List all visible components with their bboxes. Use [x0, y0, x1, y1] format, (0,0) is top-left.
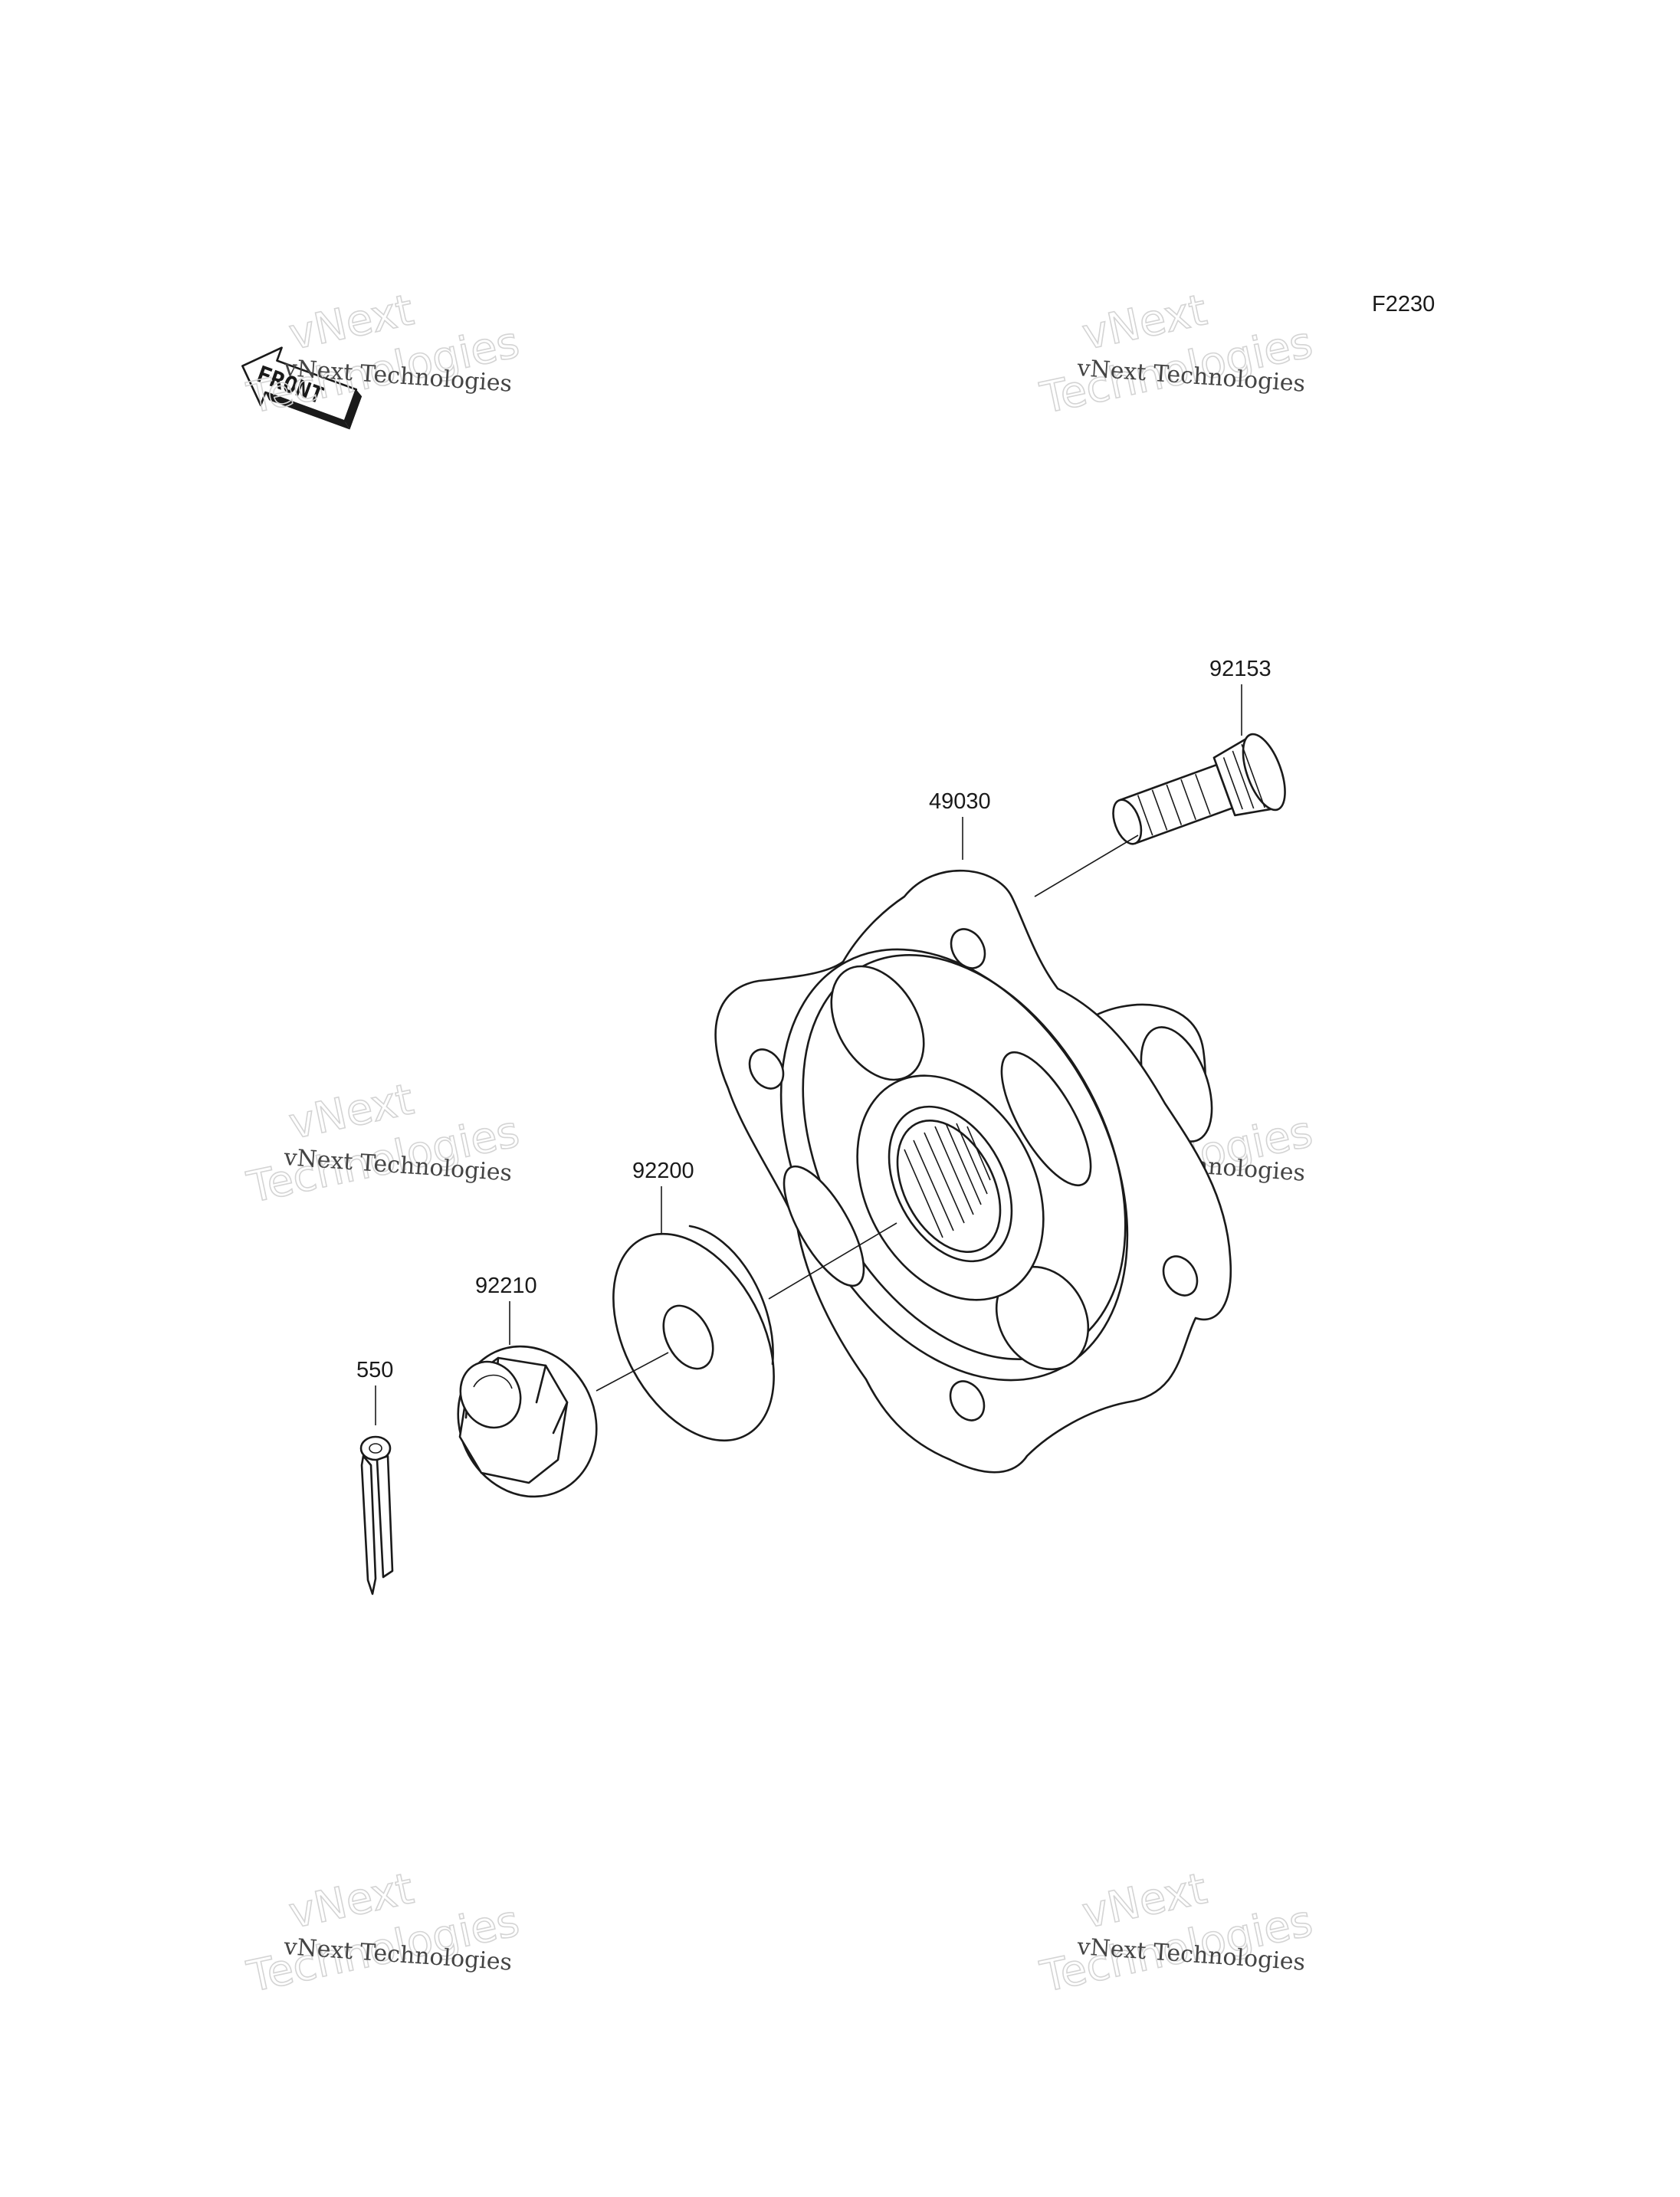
watermark-middle-left: vNext Technologies	[242, 1074, 524, 1213]
watermark-bottom-left: vNext Technologies	[242, 1863, 524, 2002]
watermark-top-left: vNext Technologies	[242, 284, 524, 424]
part-number-label: 92210	[475, 1274, 537, 1298]
part-number-label: 550	[356, 1358, 393, 1382]
nut-92210: 92210	[457, 1274, 598, 1498]
wheel-stud-92153: 92153	[1034, 657, 1286, 897]
part-number-label: 92200	[632, 1159, 694, 1183]
hub-49030: 49030	[714, 789, 1232, 1474]
figure-code: F2230	[1372, 292, 1435, 316]
cotter-pin-550: 550	[356, 1358, 393, 1595]
watermark-bottom-right: vNext Technologies	[1035, 1863, 1317, 2002]
part-number-label: 92153	[1209, 657, 1271, 681]
washer-92200: 92200	[596, 1159, 775, 1442]
part-number-label: 49030	[929, 789, 991, 814]
watermark-top-right: vNext Technologies	[1035, 284, 1317, 424]
